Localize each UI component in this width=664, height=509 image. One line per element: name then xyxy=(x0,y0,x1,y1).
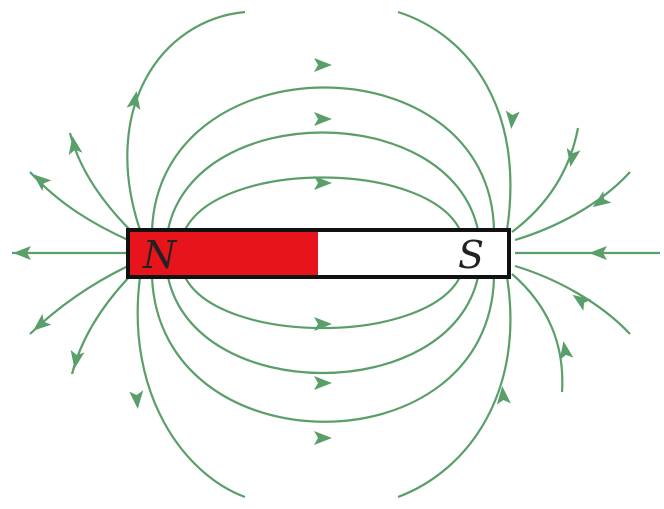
field-arrow-icon xyxy=(66,135,83,155)
field-arrow-icon xyxy=(129,390,145,409)
field-arrow-icon xyxy=(314,112,332,126)
field-line-right-up-1 xyxy=(515,172,630,240)
bar-magnet: N S xyxy=(128,230,509,277)
field-arrow-icon xyxy=(68,350,85,370)
field-line-upper-5 xyxy=(398,12,510,230)
field-line-right-up-2 xyxy=(512,128,578,232)
field-line-right-down-1 xyxy=(515,266,630,334)
field-arrow-icon xyxy=(589,191,612,213)
field-line-upper-4 xyxy=(127,12,245,230)
field-arrow-icon xyxy=(569,289,592,311)
field-line-lower-5 xyxy=(398,277,510,497)
north-pole-label: N xyxy=(142,233,178,277)
field-line-left-down-2 xyxy=(72,274,132,374)
field-arrow-icon xyxy=(29,169,52,191)
field-arrow-icon xyxy=(314,58,332,72)
field-arrow-icon xyxy=(314,376,332,390)
field-arrow-icon xyxy=(314,431,332,445)
field-line-lower-4 xyxy=(138,277,245,497)
south-pole-label: S xyxy=(458,233,484,277)
field-arrow-icon xyxy=(504,110,520,129)
field-line-right-down-2 xyxy=(512,274,562,392)
